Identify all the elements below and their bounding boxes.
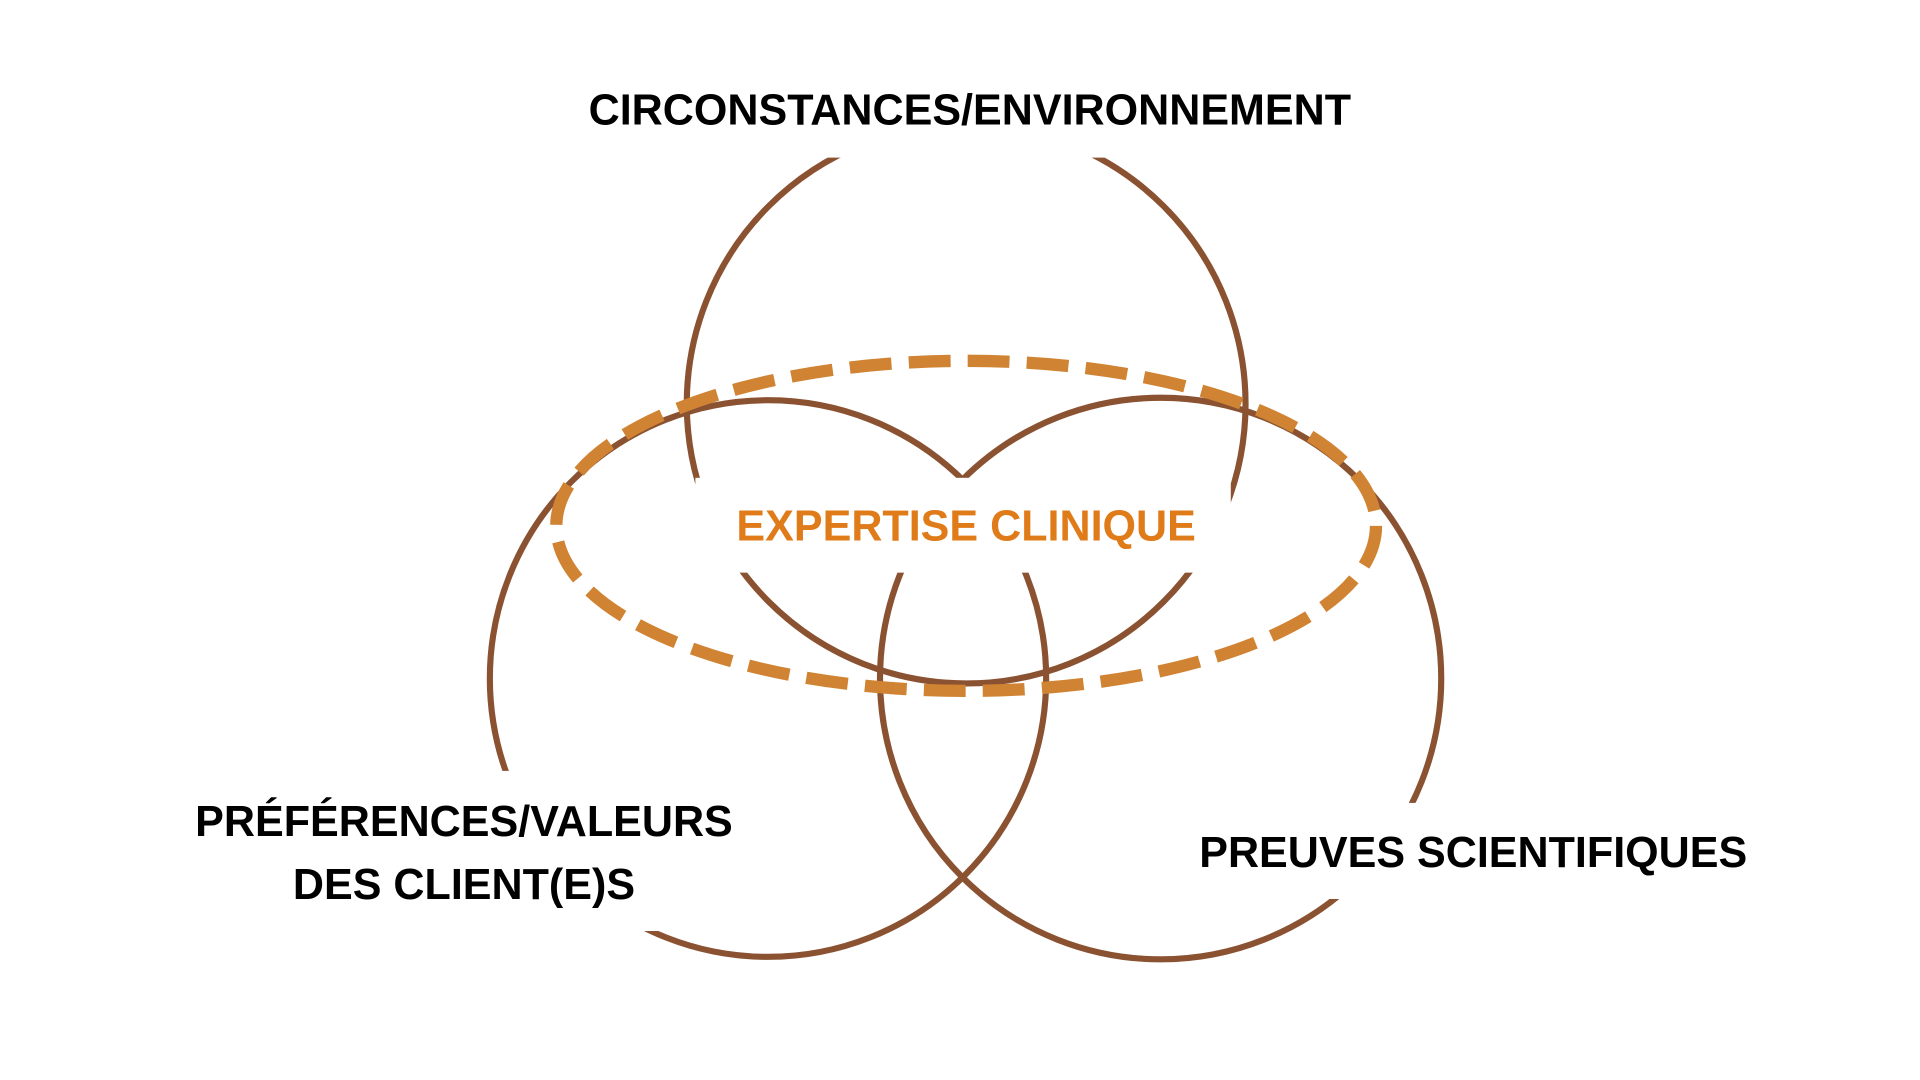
label-expertise: EXPERTISE CLINIQUE [736, 503, 1195, 551]
circle-circonstances [683, 121, 1249, 687]
circle-preuves [876, 394, 1445, 963]
label-preferences-line1: PRÉFÉRENCES/VALEURS [195, 798, 733, 846]
label-preferences-line2: DES CLIENT(E)S [293, 861, 635, 909]
circle-preferences [486, 397, 1050, 960]
ellipse-expertise [550, 354, 1383, 698]
label-preuves: PREUVES SCIENTIFIQUES [1199, 829, 1747, 877]
label-circonstances: CIRCONSTANCES/ENVIRONNEMENT [589, 86, 1351, 134]
